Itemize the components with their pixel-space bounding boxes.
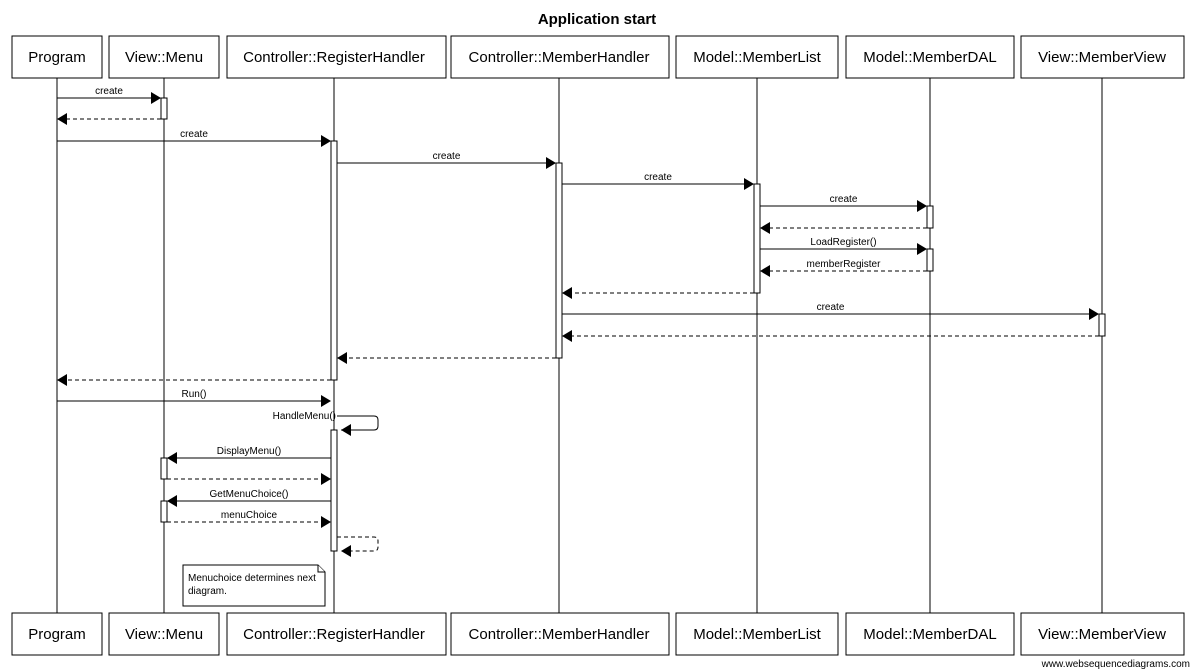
message-line bbox=[337, 415, 379, 431]
message-menu-to-program bbox=[57, 113, 161, 125]
message-program-to-menu: create bbox=[57, 86, 161, 104]
message-regh-to-menu: GetMenuChoice() bbox=[167, 489, 331, 507]
message-regh-to-program bbox=[57, 374, 331, 386]
participant-box-regh-top: Controller::RegisterHandler bbox=[226, 35, 447, 79]
activation-bar-mlist bbox=[753, 183, 761, 294]
lifelines bbox=[56, 78, 1103, 613]
message-label: Run() bbox=[181, 389, 206, 400]
activation-bar-regh bbox=[330, 140, 338, 381]
participant-label: View::Menu bbox=[125, 49, 203, 66]
activation-bars bbox=[160, 97, 1106, 552]
note: Menuchoice determines next diagram. bbox=[182, 564, 326, 607]
participant-box-memh-bottom: Controller::MemberHandler bbox=[450, 612, 670, 656]
message-memh-to-mview: create bbox=[562, 302, 1099, 320]
note-line: diagram. bbox=[188, 586, 227, 597]
participant-box-mdal-bottom: Model::MemberDAL bbox=[845, 612, 1015, 656]
participant-box-program-bottom: Program bbox=[11, 612, 103, 656]
participant-label: Model::MemberList bbox=[693, 626, 821, 643]
message-menu-to-regh: menuChoice bbox=[167, 510, 331, 528]
participant-box-mlist-bottom: Model::MemberList bbox=[675, 612, 839, 656]
message-regh-to-regh bbox=[337, 536, 379, 557]
message-label: HandleMenu() bbox=[273, 411, 336, 422]
note-box bbox=[182, 564, 326, 607]
message-label: GetMenuChoice() bbox=[210, 489, 289, 500]
participant-label: Controller::RegisterHandler bbox=[243, 626, 425, 643]
message-label: memberRegister bbox=[807, 259, 882, 270]
message-label: create bbox=[817, 302, 845, 313]
activation-bar-regh bbox=[330, 429, 338, 552]
participant-label: Controller::MemberHandler bbox=[469, 626, 650, 643]
message-mlist-to-mdal: LoadRegister() bbox=[760, 237, 927, 255]
activation-bar-menu bbox=[160, 500, 168, 523]
message-regh-to-menu: DisplayMenu() bbox=[167, 446, 331, 464]
message-mlist-to-mdal: create bbox=[760, 194, 927, 212]
message-mview-to-memh bbox=[562, 330, 1099, 342]
participant-box-mview-top: View::MemberView bbox=[1020, 35, 1185, 79]
message-label: create bbox=[433, 151, 461, 162]
participant-box-menu-bottom: View::Menu bbox=[108, 612, 220, 656]
activation-bar-mdal bbox=[926, 248, 934, 272]
activation-bar-menu bbox=[160, 97, 168, 120]
message-program-to-regh: create bbox=[57, 129, 331, 147]
note-line: Menuchoice determines next bbox=[188, 573, 316, 584]
activation-bar-mdal bbox=[926, 205, 934, 229]
participant-label: Model::MemberDAL bbox=[863, 626, 996, 643]
participant-label: Program bbox=[28, 626, 86, 643]
message-regh-to-memh: create bbox=[337, 151, 556, 169]
message-label: create bbox=[95, 86, 123, 97]
participant-box-memh-top: Controller::MemberHandler bbox=[450, 35, 670, 79]
note-fold bbox=[317, 565, 325, 573]
participant-box-mlist-top: Model::MemberList bbox=[675, 35, 839, 79]
activation-bar-mview bbox=[1098, 313, 1106, 337]
message-label: DisplayMenu() bbox=[217, 446, 281, 457]
participant-box-program-top: Program bbox=[11, 35, 103, 79]
participants: ProgramProgramView::MenuView::MenuContro… bbox=[11, 35, 1185, 656]
message-label: create bbox=[644, 172, 672, 183]
participant-label: Model::MemberList bbox=[693, 49, 821, 66]
participant-label: Controller::MemberHandler bbox=[469, 49, 650, 66]
message-label: create bbox=[180, 129, 208, 140]
participant-label: Program bbox=[28, 49, 86, 66]
message-mdal-to-mlist bbox=[760, 222, 927, 234]
participant-box-mview-bottom: View::MemberView bbox=[1020, 612, 1185, 656]
activation-bar-memh bbox=[555, 162, 563, 359]
message-regh-to-regh: HandleMenu() bbox=[273, 411, 379, 436]
participant-label: Controller::RegisterHandler bbox=[243, 49, 425, 66]
message-label: menuChoice bbox=[221, 510, 278, 521]
message-label: LoadRegister() bbox=[810, 237, 876, 248]
message-line bbox=[337, 536, 379, 552]
message-mlist-to-memh bbox=[562, 287, 754, 299]
participant-box-mdal-top: Model::MemberDAL bbox=[845, 35, 1015, 79]
message-memh-to-regh bbox=[337, 352, 556, 364]
participant-label: View::MemberView bbox=[1038, 49, 1166, 66]
participant-box-menu-top: View::Menu bbox=[108, 35, 220, 79]
participant-label: View::MemberView bbox=[1038, 626, 1166, 643]
message-menu-to-regh bbox=[167, 473, 331, 485]
message-program-to-regh: Run() bbox=[57, 389, 331, 407]
message-memh-to-mlist: create bbox=[562, 172, 754, 190]
participant-box-regh-bottom: Controller::RegisterHandler bbox=[226, 612, 447, 656]
participant-label: View::Menu bbox=[125, 626, 203, 643]
messages: createcreatecreatecreatecreateLoadRegist… bbox=[57, 86, 1099, 557]
message-label: create bbox=[830, 194, 858, 205]
message-mdal-to-mlist: memberRegister bbox=[760, 259, 927, 277]
footer-credit: www.websequencediagrams.com bbox=[1041, 659, 1190, 670]
participant-label: Model::MemberDAL bbox=[863, 49, 996, 66]
activation-bar-menu bbox=[160, 457, 168, 480]
diagram-title: Application start bbox=[538, 11, 656, 28]
